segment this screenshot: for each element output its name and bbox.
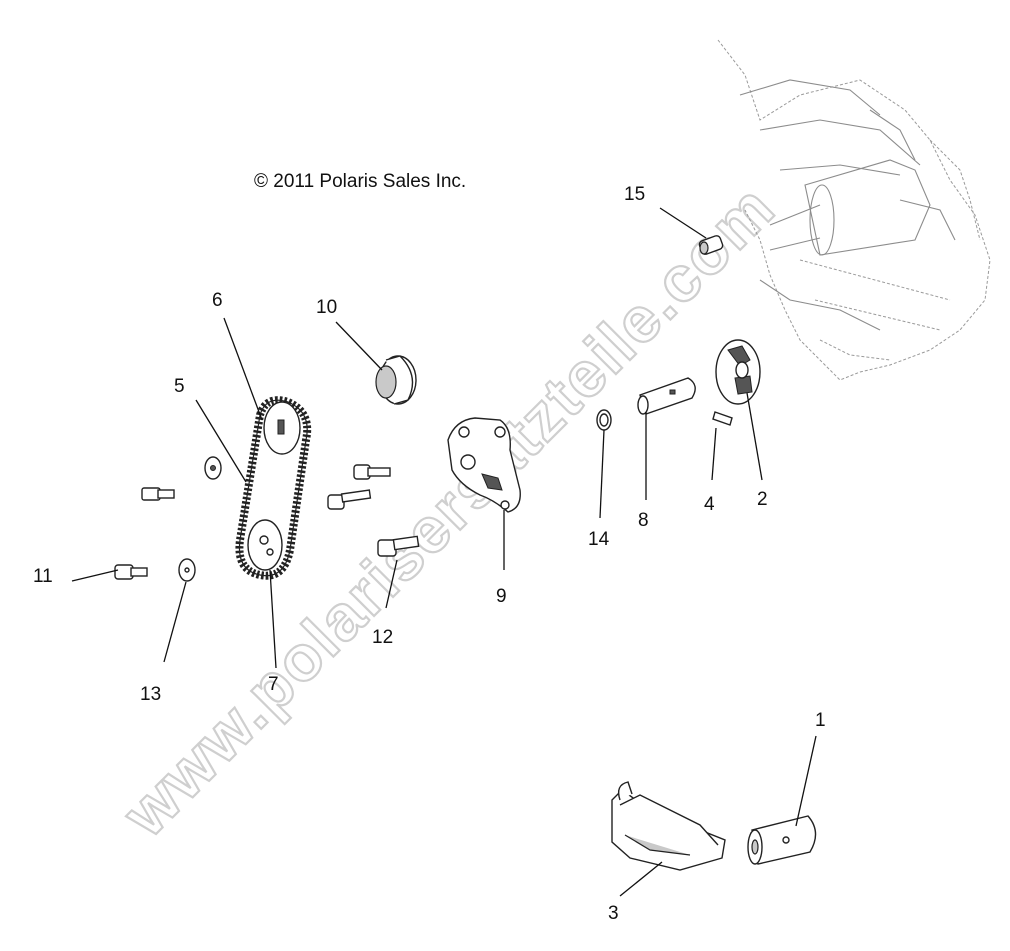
part-15-bushing bbox=[698, 235, 724, 255]
label-1: 1 bbox=[815, 710, 826, 731]
upper-sprocket bbox=[263, 401, 301, 455]
label-8: 8 bbox=[638, 510, 649, 531]
part-1-sleeve bbox=[747, 815, 817, 865]
part-8-shaft bbox=[637, 377, 696, 415]
engine-case-outline bbox=[717, 39, 991, 381]
label-11: 11 bbox=[33, 566, 53, 587]
part-10-bushing bbox=[375, 355, 417, 405]
label-9: 9 bbox=[496, 586, 507, 607]
leader-lines bbox=[71, 207, 817, 897]
part-11-bolt bbox=[114, 564, 148, 580]
label-7: 7 bbox=[268, 674, 279, 695]
part-4-pin bbox=[712, 411, 733, 426]
label-3: 3 bbox=[608, 903, 619, 924]
label-15: 15 bbox=[624, 184, 645, 205]
part-3-strainer bbox=[611, 781, 726, 871]
label-5: 5 bbox=[174, 376, 185, 397]
part-9-pump-housing bbox=[447, 417, 521, 513]
label-2: 2 bbox=[757, 489, 768, 510]
label-10: 10 bbox=[316, 297, 337, 318]
label-4: 4 bbox=[704, 494, 715, 515]
label-13: 13 bbox=[140, 684, 161, 705]
label-12: 12 bbox=[372, 627, 393, 648]
bolt-upper-left bbox=[141, 487, 175, 501]
lower-sprocket bbox=[247, 519, 283, 571]
watermark-text: www.polarisersatzteile.com bbox=[108, 170, 788, 850]
copyright-notice: © 2011 Polaris Sales Inc. bbox=[254, 171, 467, 192]
watermark: www.polarisersatzteile.com bbox=[107, 169, 789, 851]
label-6: 6 bbox=[212, 290, 223, 311]
part-12-bolt bbox=[377, 535, 420, 557]
part-14-ring bbox=[596, 409, 612, 431]
part-5-washer bbox=[204, 456, 222, 480]
label-14: 14 bbox=[588, 529, 610, 550]
bolt-mid-lower bbox=[327, 489, 372, 510]
timing-chain bbox=[235, 396, 312, 580]
part-2-rotor bbox=[715, 339, 761, 405]
part-13-washer bbox=[178, 558, 196, 582]
bolt-mid-upper bbox=[353, 464, 391, 480]
callout-labels: 1 2 3 4 5 6 7 8 9 10 11 12 13 14 15 bbox=[33, 184, 826, 924]
